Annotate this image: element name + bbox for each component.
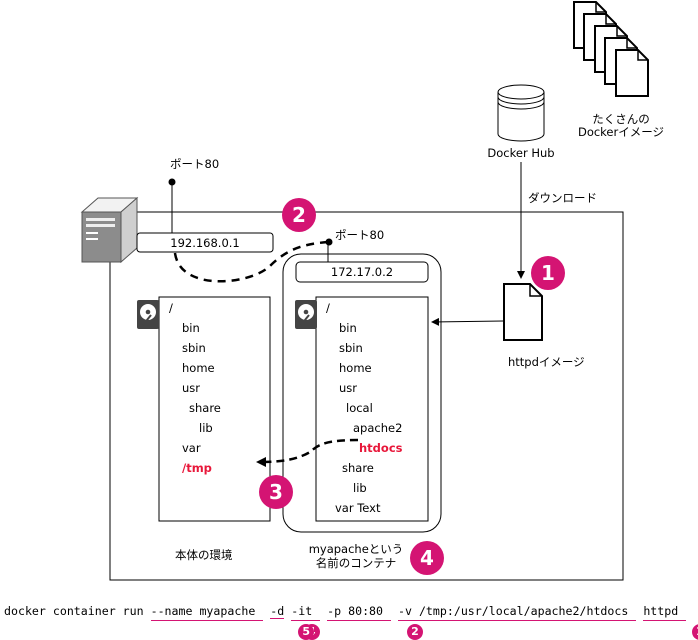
- cmd-it-option-text: -it: [291, 604, 313, 618]
- download-label: ダウンロード: [528, 191, 597, 205]
- host-fs-tmp-highlight: /tmp: [182, 461, 212, 475]
- container-fs-item: bin: [339, 321, 357, 335]
- cmd-p-option: -p 80:80 2: [327, 604, 423, 640]
- many-images-icon: [573, 1, 649, 97]
- container-fs-item: apache2: [353, 421, 403, 435]
- host-ip-text: 192.168.0.1: [170, 236, 240, 250]
- host-ip-box: [136, 232, 274, 253]
- host-fs-item: usr: [182, 381, 201, 395]
- cmd-marker-5: 5: [298, 624, 315, 640]
- httpd-image-label: httpdイメージ: [508, 355, 585, 369]
- container-fs-item: local: [346, 401, 373, 415]
- host-frame: [109, 211, 624, 581]
- cmd-v-option: -v /tmp:/usr/local/apache2/htdocs3: [398, 604, 637, 621]
- container-name-label-line2: 名前のコンテナ: [315, 556, 397, 570]
- cmd-d-option: -d: [270, 604, 285, 619]
- cmd-p-option-text: -p 80:80: [327, 604, 384, 618]
- step-badge-1: 1: [531, 256, 565, 290]
- host-fs-item: share: [189, 401, 221, 415]
- container-fs-item: sbin: [339, 341, 363, 355]
- container-frame: [282, 253, 442, 533]
- container-fs-root: /: [326, 301, 330, 315]
- host-fs-item: var: [182, 441, 201, 455]
- host-port-dot: [168, 178, 176, 186]
- cmd-name-option: --name myapache4: [150, 604, 320, 640]
- host-fs-item: home: [182, 361, 215, 375]
- httpd-image-doc-icon: [503, 283, 543, 341]
- image-to-container-arrow: [431, 317, 504, 326]
- step-badge-2: 2: [282, 198, 316, 232]
- container-port-dot: [325, 238, 333, 246]
- container-name-label-line1: myapacheという: [308, 542, 404, 556]
- step-badge-3: 3: [259, 475, 293, 509]
- host-port-label: ポート80: [170, 157, 220, 171]
- host-fs-item: sbin: [182, 341, 206, 355]
- cmd-v-option-text: -v /tmp:/usr/local/apache2/htdocs: [398, 604, 629, 618]
- cmd-marker-2: 2: [406, 624, 423, 640]
- docker-command: docker container run --name myapache4 -d…: [4, 604, 698, 640]
- container-ip-text: 172.17.0.2: [330, 265, 394, 279]
- container-fs-item: lib: [353, 481, 367, 495]
- docker-hub-label: Docker Hub: [487, 146, 555, 160]
- cmd-image: httpd 1: [643, 604, 698, 640]
- container-ip-box: [295, 261, 429, 283]
- step-badge-4: 4: [410, 541, 444, 575]
- cmd-marker-1: 1: [691, 624, 698, 640]
- host-disk-icon: [137, 300, 159, 329]
- many-images-label-line1: たくさんの: [592, 112, 650, 126]
- container-fs-item: usr: [339, 381, 358, 395]
- volume-mount-dashed-arrow: [261, 438, 359, 464]
- cmd-d-option-text: -d: [270, 604, 285, 618]
- container-port-label: ポート80: [335, 228, 385, 242]
- docker-hub-database-icon: [497, 84, 545, 142]
- cmd-it-option: -it 5: [291, 604, 321, 640]
- cmd-prefix: docker container run: [4, 604, 151, 618]
- container-fs-item: home: [339, 361, 372, 375]
- host-fs-item: lib: [199, 421, 213, 435]
- container-fs-item: var Text: [335, 501, 381, 515]
- container-fs-item: share: [342, 461, 374, 475]
- cmd-name-option-text: --name myapache: [150, 604, 256, 618]
- many-images-label-line2: Dockerイメージ: [577, 125, 665, 139]
- host-fs-panel: [158, 296, 271, 522]
- host-env-label: 本体の環境: [175, 548, 233, 562]
- container-fs-panel: [315, 296, 429, 522]
- host-fs-item: bin: [182, 321, 200, 335]
- host-fs-root: /: [169, 301, 173, 315]
- container-fs-htdocs-highlight: htdocs: [359, 441, 403, 455]
- container-disk-icon: [295, 300, 317, 329]
- cmd-image-text: httpd: [643, 604, 679, 618]
- server-icon: [80, 196, 139, 264]
- volume-mount-arrowhead: [256, 457, 266, 467]
